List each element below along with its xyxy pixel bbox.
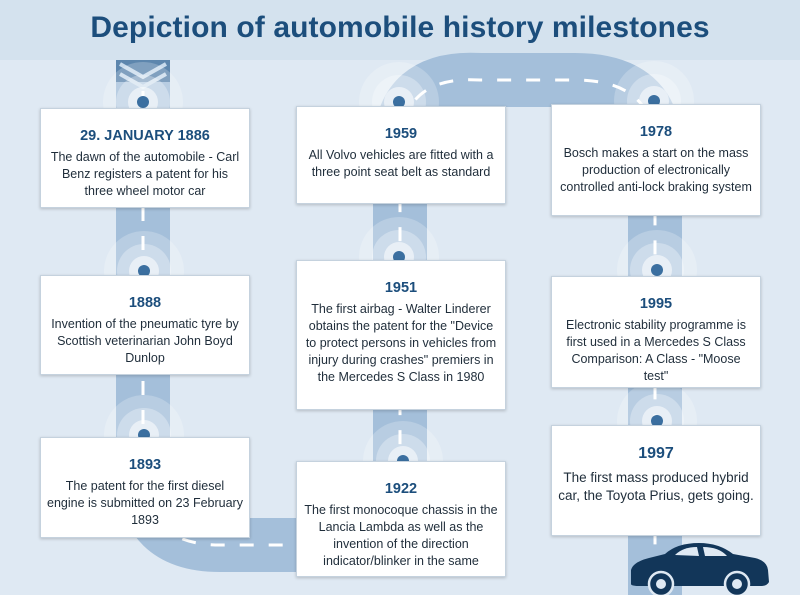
page-title: Depiction of automobile history mileston…: [90, 11, 710, 44]
milestone-year: 1951: [384, 280, 418, 296]
milestone-year: 1959: [384, 126, 418, 142]
car-icon: [631, 543, 769, 595]
milestone-text: The first monocoque chassis in the Lanci…: [304, 503, 498, 568]
header-band: [0, 0, 800, 60]
milestone-text: All Volvo vehicles are fitted with a thr…: [308, 148, 494, 179]
milestone-year: 1922: [384, 481, 418, 497]
milestone-year: 29. JANUARY 1886: [80, 128, 210, 144]
milestone-year: 1888: [128, 295, 162, 311]
milestone-card-1997: 1997 The first mass produced hybrid car,…: [551, 425, 761, 536]
milestone-text: Bosch makes a start on the mass producti…: [560, 146, 752, 194]
milestone-card-1922: 1922 The first monocoque chassis in the …: [296, 461, 506, 577]
milestone-text: The first mass produced hybrid car, the …: [558, 470, 754, 503]
milestone-year: 1997: [638, 445, 674, 462]
milestone-card-1886: 29. JANUARY 1886 The dawn of the automob…: [40, 108, 250, 208]
milestone-card-1995: 1995 Electronic stability programme is f…: [551, 276, 761, 388]
start-chevron-icon: [116, 60, 170, 90]
milestone-card-1893: 1893 The patent for the first diesel eng…: [40, 437, 250, 538]
milestone-year: 1978: [639, 124, 673, 140]
milestone-year: 1995: [639, 296, 673, 312]
milestone-card-1888: 1888 Invention of the pneumatic tyre by …: [40, 275, 250, 375]
milestone-text: The first airbag - Walter Linderer obtai…: [305, 302, 497, 384]
milestone-year: 1893: [128, 457, 162, 473]
milestone-card-1951: 1951 The first airbag - Walter Linderer …: [296, 260, 506, 410]
milestone-text: Invention of the pneumatic tyre by Scott…: [51, 317, 239, 365]
milestone-text: The dawn of the automobile - Carl Benz r…: [50, 150, 240, 198]
milestone-card-1959: 1959 All Volvo vehicles are fitted with …: [296, 106, 506, 204]
milestone-card-1978: 1978 Bosch makes a start on the mass pro…: [551, 104, 761, 216]
milestone-text: Electronic stability programme is first …: [566, 318, 746, 383]
milestone-text: The patent for the first diesel engine i…: [47, 479, 243, 527]
